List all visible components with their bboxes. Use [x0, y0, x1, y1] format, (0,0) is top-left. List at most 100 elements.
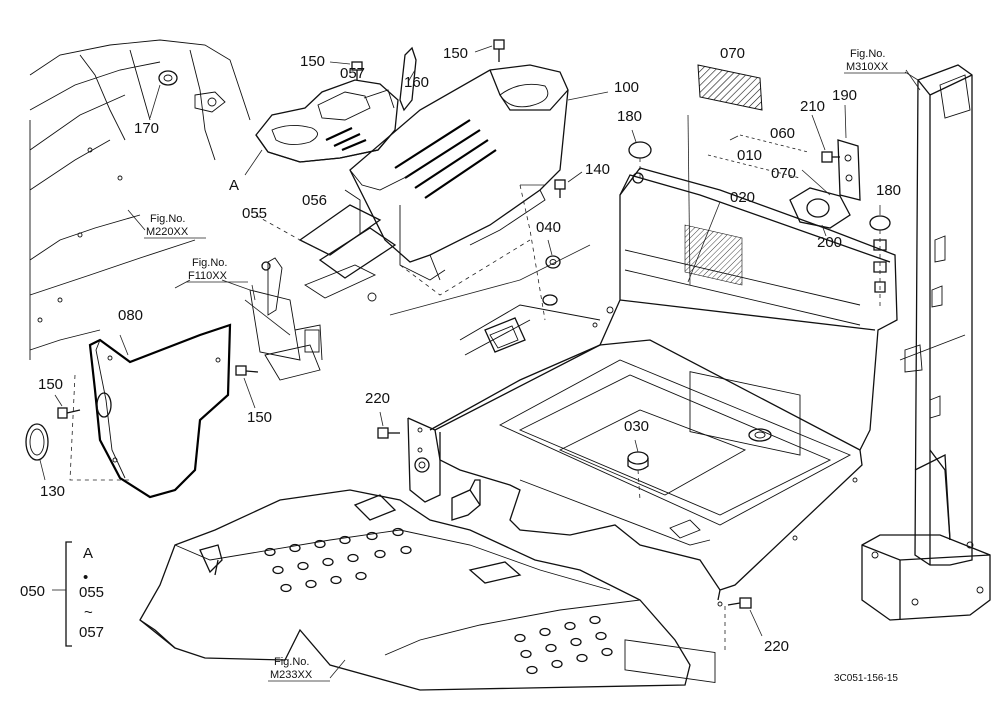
- callout-c150a: 150: [300, 53, 325, 70]
- callout-c180a: 180: [617, 108, 642, 125]
- drawing-code: 3C051-156-15: [834, 673, 898, 684]
- fig-m310: Fig.No.M310XX: [844, 48, 906, 74]
- floor-hole: [589, 615, 601, 625]
- callout-c140: 140: [585, 161, 610, 178]
- part-100-lever-guide: [349, 64, 609, 281]
- floor-hole: [264, 547, 276, 557]
- floor-hole: [297, 561, 309, 571]
- callout-c080: 080: [118, 307, 143, 324]
- callout-c150d: 150: [247, 409, 272, 426]
- floor-hole: [347, 553, 359, 563]
- fig-f110-label: Fig.No.: [192, 257, 227, 269]
- shift-lever-cover: [244, 79, 399, 176]
- floor-hole: [314, 539, 326, 549]
- floor-plate-holes: [264, 527, 613, 675]
- bolt-150-center: [235, 365, 259, 409]
- bolt-140: [554, 171, 583, 198]
- group-bracket-tilde: ~: [84, 604, 93, 621]
- fig-m310-code: M310XX: [846, 61, 889, 73]
- part-170-nut: [149, 70, 178, 119]
- part-180-cap-left: [628, 129, 652, 184]
- callout-c055b: 055: [79, 584, 104, 601]
- callout-c200: 200: [817, 234, 842, 251]
- part-080-side-cover: [69, 323, 232, 499]
- floor-hole: [366, 531, 378, 541]
- callout-cA1: A: [229, 177, 239, 194]
- part-030-plug: [627, 439, 649, 501]
- left-frame-outline: [29, 39, 251, 360]
- bolt-220-right: [724, 597, 763, 650]
- bracket-160: [399, 46, 417, 112]
- part-020-seat-base: [407, 167, 898, 683]
- callout-c160: 160: [404, 74, 429, 91]
- fig-m233-code: M233XX: [270, 669, 313, 681]
- fig-m220-label: Fig.No.: [150, 213, 185, 225]
- callout-c220b: 220: [764, 638, 789, 655]
- floor-hole: [305, 579, 317, 589]
- callout-c190: 190: [832, 87, 857, 104]
- part-070-decal-top: [684, 64, 763, 286]
- callout-c070a: 070: [720, 45, 745, 62]
- floor-hole: [570, 637, 582, 647]
- callout-c060: 060: [770, 125, 795, 142]
- fig-m220: Fig.No.M220XX: [144, 213, 206, 239]
- fig-m233: Fig.No.M233XX: [268, 656, 330, 682]
- floor-hole: [564, 621, 576, 631]
- rear-frame-post: [861, 64, 991, 621]
- callout-c210: 210: [800, 98, 825, 115]
- floor-hole: [595, 631, 607, 641]
- figure-ref-leaders: [127, 71, 919, 679]
- floor-hole: [392, 527, 404, 537]
- callout-c056: 056: [302, 192, 327, 209]
- callout-c030: 030: [624, 418, 649, 435]
- left-flange-bracket: [407, 417, 481, 521]
- floor-hole: [374, 549, 386, 559]
- floor-plate: [139, 489, 691, 691]
- part-180-cap-right: [869, 205, 891, 310]
- floor-hole: [526, 665, 538, 675]
- bolt-150-left: [54, 394, 81, 419]
- floor-hole: [339, 535, 351, 545]
- callout-c050: 050: [20, 583, 45, 600]
- callout-c040: 040: [536, 219, 561, 236]
- callout-c055a: 055: [242, 205, 267, 222]
- callout-c020: 020: [730, 189, 755, 206]
- callout-c057b: 057: [79, 624, 104, 641]
- callout-c070b: 070: [771, 165, 796, 182]
- bolt-220-left: [377, 411, 400, 439]
- part-200-clamp: [789, 169, 851, 237]
- assembly-dash-lines: [254, 184, 591, 321]
- floor-hole: [520, 649, 532, 659]
- floor-hole: [551, 659, 563, 669]
- callout-c150c: 150: [38, 376, 63, 393]
- fig-m220-code: M220XX: [146, 226, 189, 238]
- fig-f110-code: F110XX: [188, 270, 228, 282]
- floor-hole: [539, 627, 551, 637]
- callout-c220a: 220: [365, 390, 390, 407]
- fig-m310-label: Fig.No.: [850, 48, 885, 60]
- callout-c180b: 180: [876, 182, 901, 199]
- bolt-210: [811, 114, 840, 163]
- floor-hole: [322, 557, 334, 567]
- callout-c150b: 150: [443, 45, 468, 62]
- fig-f110: Fig.No.F110XX: [186, 257, 248, 283]
- part-190-bracket: [837, 104, 861, 201]
- decal-label-lines: [707, 134, 809, 179]
- group-bracket-050: [52, 541, 72, 647]
- callout-c100: 100: [614, 79, 639, 96]
- callout-c170: 170: [134, 120, 159, 137]
- callout-c130: 130: [40, 483, 65, 500]
- floor-hole: [601, 647, 613, 657]
- callout-c010: 010: [737, 147, 762, 164]
- figure-references: Fig.No.M310XXFig.No.M220XXFig.No.F110XXF…: [144, 48, 906, 682]
- floor-hole: [272, 565, 284, 575]
- floor-hole: [514, 633, 526, 643]
- part-040-nut: [545, 239, 561, 269]
- callout-c057: 057: [340, 65, 365, 82]
- bolt-150-top-right: [474, 39, 505, 62]
- floor-hole: [400, 545, 412, 555]
- floor-hole: [576, 653, 588, 663]
